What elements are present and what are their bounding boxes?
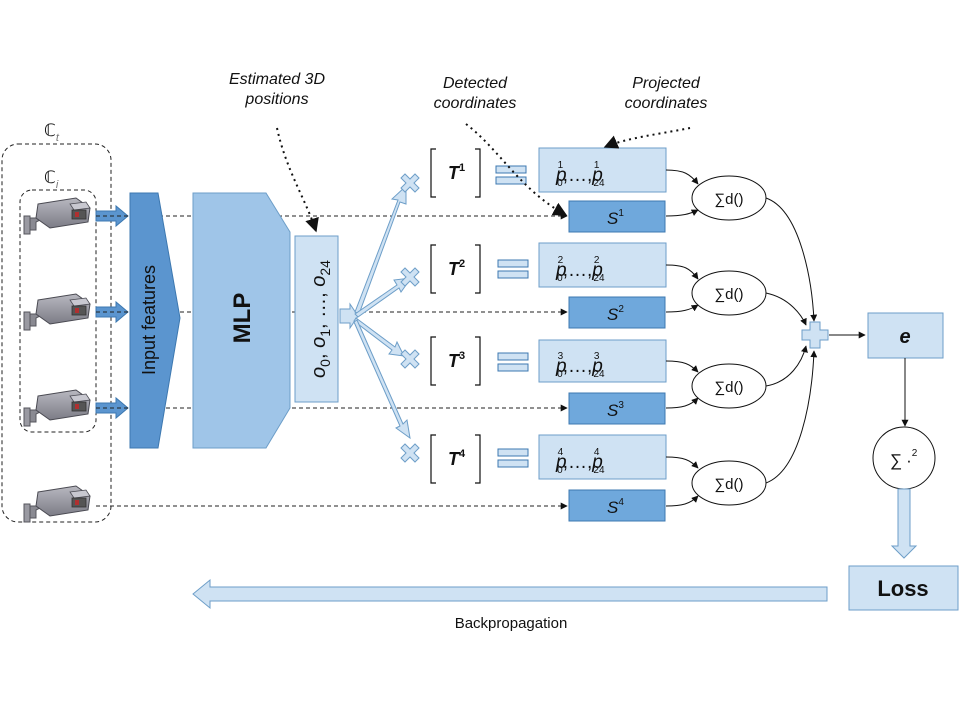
fanout-arrow-4 [353,319,411,440]
multiply-icon [400,349,420,369]
estimated-pointer [276,127,319,233]
sum-d-3-label: ∑d() [714,379,743,396]
positions-label: o0, o1, …, o24 [308,260,333,378]
detected-3-label: S3 [607,400,624,420]
sum-d-2-label: ∑d() [714,286,743,303]
transform-matrices [430,148,481,484]
camera-icon [23,485,91,523]
multiply-icon [400,443,420,463]
sum-d-ellipses [691,175,767,506]
fanout-arrow-1 [354,184,407,315]
plus-icon [801,321,829,349]
camera-icon [23,389,91,427]
mlp-label: MLP [229,293,256,344]
equals-icons [495,165,529,468]
input-features-label: Input features [139,265,159,375]
loss-label: Loss [877,576,928,601]
camera-set-outer-label: ℂt [44,121,60,144]
fanout-arrow-3 [353,317,405,357]
ellipse-input-arrows [665,169,699,507]
camera-set-outer [1,143,112,523]
detected-2-label: S2 [607,304,624,324]
error-box [867,312,944,359]
fanout-arrows [353,184,413,440]
mlp-block [192,192,291,449]
sum-squared-label: ∑·2 [890,448,918,470]
positions-box [294,235,339,403]
sum-squared-circle [872,426,936,490]
projected-boxes [538,147,667,480]
sum-to-loss-arrow [890,488,918,559]
projected-pointer [603,127,691,149]
loss-box [848,565,959,611]
error-label: e [899,326,910,348]
transform-1-label: T1 [448,162,465,183]
camera-icon [23,293,91,331]
transform-3-label: T3 [448,350,465,371]
multiply-icon [400,267,420,287]
camera-icon [23,197,91,235]
multiply-icon [400,173,420,193]
sum-d-4-label: ∑d() [714,476,743,493]
multiply-icons [400,173,420,463]
sum-d-1-label: ∑d() [714,191,743,208]
detected-boxes [568,200,666,522]
backprop-arrow [192,578,828,610]
input-features-block [129,192,181,449]
transform-4-label: T4 [448,448,466,469]
plus-input-arrows [765,197,818,484]
camera-set-inner-label: ℂi [44,168,59,191]
detected-4-label: S4 [607,497,624,517]
transform-2-label: T2 [448,258,465,279]
backprop-label: Backpropagation [455,615,568,632]
detected-1-label: S1 [607,208,624,228]
